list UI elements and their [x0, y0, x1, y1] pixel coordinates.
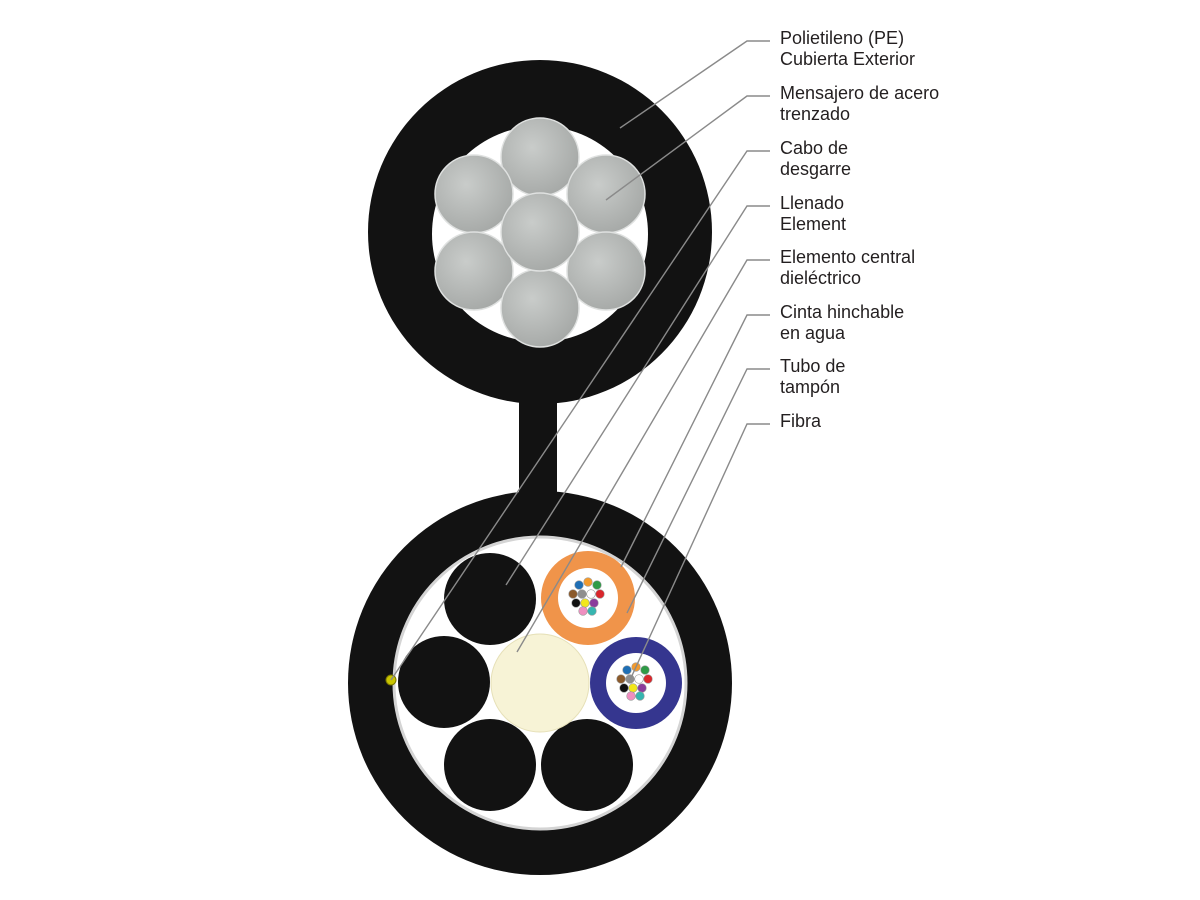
leader-line-water-tape — [620, 314, 770, 568]
leader-line-fiber — [629, 423, 770, 681]
leader-line-pe-sheath — [619, 40, 770, 129]
steel-wire — [434, 154, 514, 234]
leader-line-central-member — [516, 259, 770, 653]
filler-element — [541, 719, 633, 811]
messenger-web-neck — [519, 385, 557, 510]
optical-fiber — [586, 589, 596, 599]
optical-fiber — [578, 606, 588, 616]
steel-wire — [500, 268, 580, 348]
optical-fiber — [589, 598, 599, 608]
optical-fiber — [574, 580, 584, 590]
optical-fiber — [568, 589, 578, 599]
optical-fiber — [634, 674, 644, 684]
steel-wire — [500, 117, 580, 197]
label-buffer-tube: Tubo de tampón — [780, 356, 850, 397]
fiber-bundle-blue-tube — [616, 662, 653, 701]
label-filler: Llenado Element — [780, 193, 849, 234]
central-dielectric-member — [490, 633, 590, 733]
labels: Polietileno (PE) Cubierta Exterior Mensa… — [780, 28, 944, 431]
optical-fiber — [637, 683, 647, 693]
optical-fiber — [622, 665, 632, 675]
label-ripcord: Cabo de desgarre — [780, 138, 853, 179]
optical-fiber — [619, 683, 629, 693]
steel-wire — [434, 231, 514, 311]
optical-fiber — [640, 665, 650, 675]
steel-wire — [566, 154, 646, 234]
optical-fiber — [592, 580, 602, 590]
optical-fiber — [595, 589, 605, 599]
leader-line-buffer-tube — [626, 368, 770, 614]
label-fiber: Fibra — [780, 411, 822, 431]
leader-line-steel-messenger — [605, 95, 770, 201]
leader-line-filler — [505, 205, 770, 586]
optical-fiber — [580, 598, 590, 608]
optical-fiber — [616, 674, 626, 684]
fiber-bundle-orange-tube — [568, 577, 605, 616]
leader-line-ripcord — [390, 150, 770, 681]
optical-fiber — [628, 683, 638, 693]
label-water-tape: Cinta hinchable en agua — [780, 302, 909, 343]
filler-element — [444, 719, 536, 811]
messenger-section — [368, 60, 712, 510]
filler-element — [398, 636, 490, 728]
optical-fiber — [571, 598, 581, 608]
label-central-member: Elemento central dieléctrico — [780, 247, 920, 288]
cable-section — [348, 491, 732, 875]
leader-lines — [390, 40, 770, 681]
optical-fiber — [587, 606, 597, 616]
steel-wire-center — [500, 192, 580, 272]
optical-fiber — [626, 691, 636, 701]
label-steel-messenger: Mensajero de acero trenzado — [780, 83, 944, 124]
buffer-tube-blue-inner — [606, 653, 666, 713]
optical-fiber — [583, 577, 593, 587]
buffer-tube-orange-inner — [558, 568, 618, 628]
optical-fiber — [643, 674, 653, 684]
optical-fiber — [635, 691, 645, 701]
filler-element — [444, 553, 536, 645]
steel-wire — [566, 231, 646, 311]
optical-fiber — [577, 589, 587, 599]
label-pe-sheath: Polietileno (PE) Cubierta Exterior — [780, 28, 915, 69]
